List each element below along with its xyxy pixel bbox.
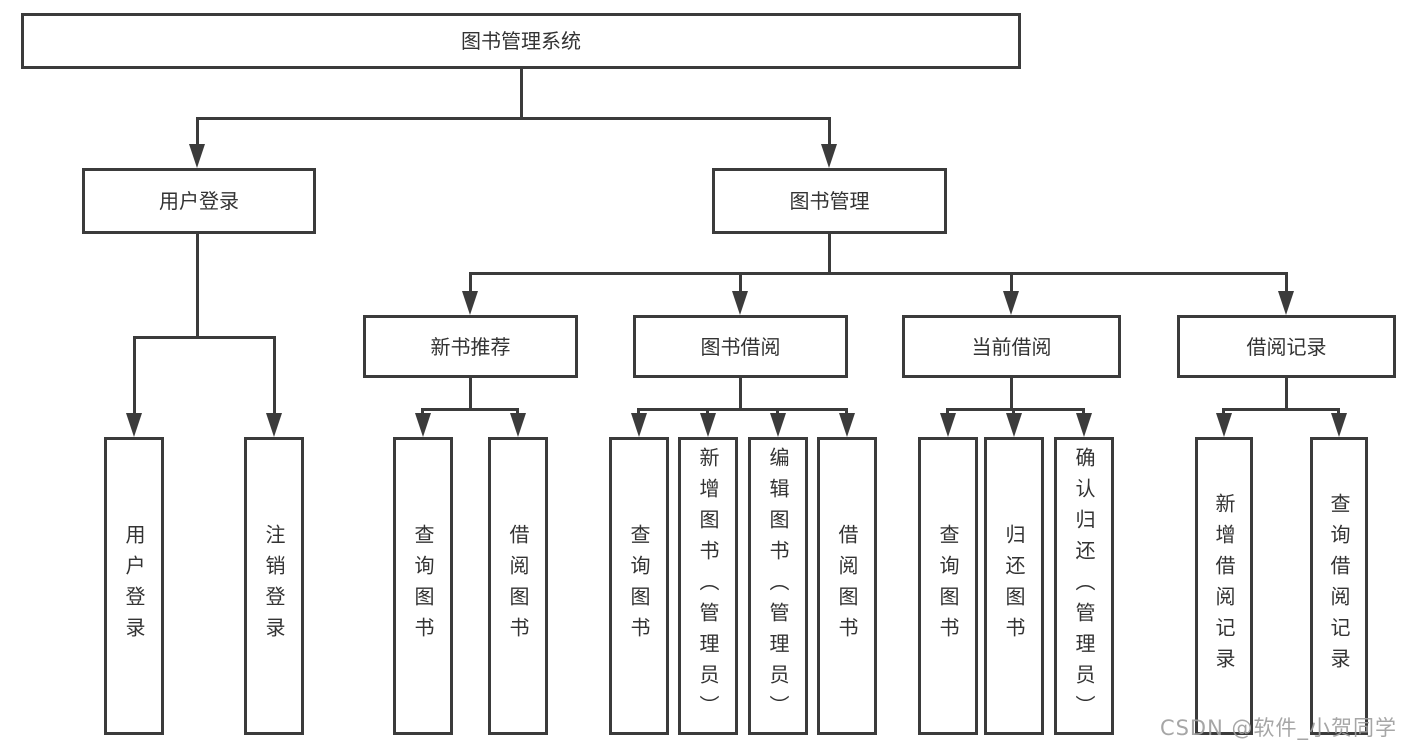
- node-label: 用户登录: [159, 189, 239, 213]
- connector-line: [196, 117, 831, 120]
- arrowhead-down-icon: [266, 413, 282, 437]
- arrowhead-down-icon: [1331, 413, 1347, 437]
- node-new-book-recommend: 新书推荐: [363, 315, 578, 378]
- connector-line: [828, 117, 831, 146]
- node-label: 借阅图书: [506, 524, 530, 648]
- node-leaf-borrow-books: 借阅图书: [817, 437, 877, 735]
- arrowhead-down-icon: [631, 413, 647, 437]
- arrowhead-down-icon: [770, 413, 786, 437]
- connector-line: [1010, 272, 1013, 293]
- arrowhead-down-icon: [700, 413, 716, 437]
- connector-line: [828, 234, 831, 275]
- arrowhead-down-icon: [1278, 291, 1294, 315]
- node-leaf-query-books-recommend: 查询图书: [393, 437, 453, 735]
- csdn-watermark: CSDN @软件_小贺同学: [1159, 716, 1397, 740]
- node-label: 图书借阅: [700, 334, 781, 359]
- connector-line: [469, 272, 472, 293]
- node-leaf-user-login: 用户登录: [104, 437, 164, 735]
- node-leaf-confirm-return-admin: 确认归还（管理员）: [1054, 437, 1114, 735]
- arrowhead-down-icon: [1006, 413, 1022, 437]
- node-label: 确认归还（管理员）: [1072, 446, 1096, 726]
- connector-line: [516, 408, 519, 415]
- connector-line: [739, 378, 742, 411]
- connector-line: [520, 69, 523, 120]
- connector-line: [133, 336, 136, 415]
- node-label: 借阅记录: [1246, 334, 1327, 359]
- node-label: 图书管理: [789, 189, 870, 213]
- connector-line: [845, 408, 848, 415]
- connector-line: [1337, 408, 1340, 415]
- node-leaf-add-borrow-record: 新增借阅记录: [1195, 437, 1253, 735]
- arrowhead-down-icon: [462, 291, 478, 315]
- connector-line: [706, 408, 709, 415]
- arrowhead-down-icon: [510, 413, 526, 437]
- connector-line: [946, 408, 949, 415]
- node-library-management-system: 图书管理系统: [21, 13, 1021, 69]
- node-label: 图书管理系统: [461, 29, 581, 53]
- node-label: 新书推荐: [430, 334, 511, 359]
- node-label: 新增图书（管理员）: [696, 446, 720, 726]
- node-leaf-add-book-admin: 新增图书（管理员）: [678, 437, 738, 735]
- connector-line: [1012, 408, 1015, 415]
- node-label: 注销登录: [262, 524, 286, 648]
- node-book-borrow: 图书借阅: [633, 315, 848, 378]
- node-label: 查询图书: [936, 524, 960, 648]
- arrowhead-down-icon: [126, 413, 142, 437]
- node-label: 用户登录: [122, 524, 146, 648]
- arrowhead-down-icon: [839, 413, 855, 437]
- connector-line: [946, 408, 1085, 411]
- connector-line: [1285, 272, 1288, 293]
- node-leaf-return-books: 归还图书: [984, 437, 1044, 735]
- connector-line: [1010, 378, 1013, 411]
- arrowhead-down-icon: [1076, 413, 1092, 437]
- arrowhead-down-icon: [732, 291, 748, 315]
- connector-line: [1285, 378, 1288, 411]
- arrowhead-down-icon: [821, 144, 837, 168]
- node-label: 查询借阅记录: [1327, 493, 1351, 679]
- node-book-management: 图书管理: [712, 168, 947, 234]
- connector-line: [421, 408, 424, 415]
- node-leaf-query-books-current: 查询图书: [918, 437, 978, 735]
- node-label: 归还图书: [1002, 524, 1026, 648]
- node-user-login: 用户登录: [82, 168, 316, 234]
- connector-line: [637, 408, 640, 415]
- connector-line: [1222, 408, 1340, 411]
- node-borrow-records: 借阅记录: [1177, 315, 1396, 378]
- node-label: 当前借阅: [971, 334, 1052, 359]
- connector-line: [421, 408, 519, 411]
- connector-line: [133, 336, 276, 339]
- connector-line: [1222, 408, 1225, 415]
- connector-line: [196, 234, 199, 339]
- connector-line: [637, 408, 848, 411]
- connector-line: [469, 378, 472, 411]
- node-label: 查询图书: [411, 524, 435, 648]
- arrowhead-down-icon: [415, 413, 431, 437]
- arrowhead-down-icon: [1216, 413, 1232, 437]
- node-label: 编辑图书（管理员）: [766, 446, 790, 726]
- node-current-borrow: 当前借阅: [902, 315, 1121, 378]
- arrowhead-down-icon: [189, 144, 205, 168]
- node-leaf-query-borrow-record: 查询借阅记录: [1310, 437, 1368, 735]
- connector-line: [739, 272, 742, 293]
- node-label: 新增借阅记录: [1212, 493, 1236, 679]
- node-label: 借阅图书: [835, 524, 859, 648]
- arrowhead-down-icon: [1003, 291, 1019, 315]
- node-leaf-borrow-books-recommend: 借阅图书: [488, 437, 548, 735]
- connector-line: [469, 272, 1288, 275]
- node-label: 查询图书: [627, 524, 651, 648]
- arrowhead-down-icon: [940, 413, 956, 437]
- connector-line: [776, 408, 779, 415]
- connector-line: [273, 336, 276, 415]
- connector-line: [1082, 408, 1085, 415]
- node-leaf-logout: 注销登录: [244, 437, 304, 735]
- node-leaf-edit-book-admin: 编辑图书（管理员）: [748, 437, 808, 735]
- node-leaf-query-books-borrow: 查询图书: [609, 437, 669, 735]
- connector-line: [196, 117, 199, 146]
